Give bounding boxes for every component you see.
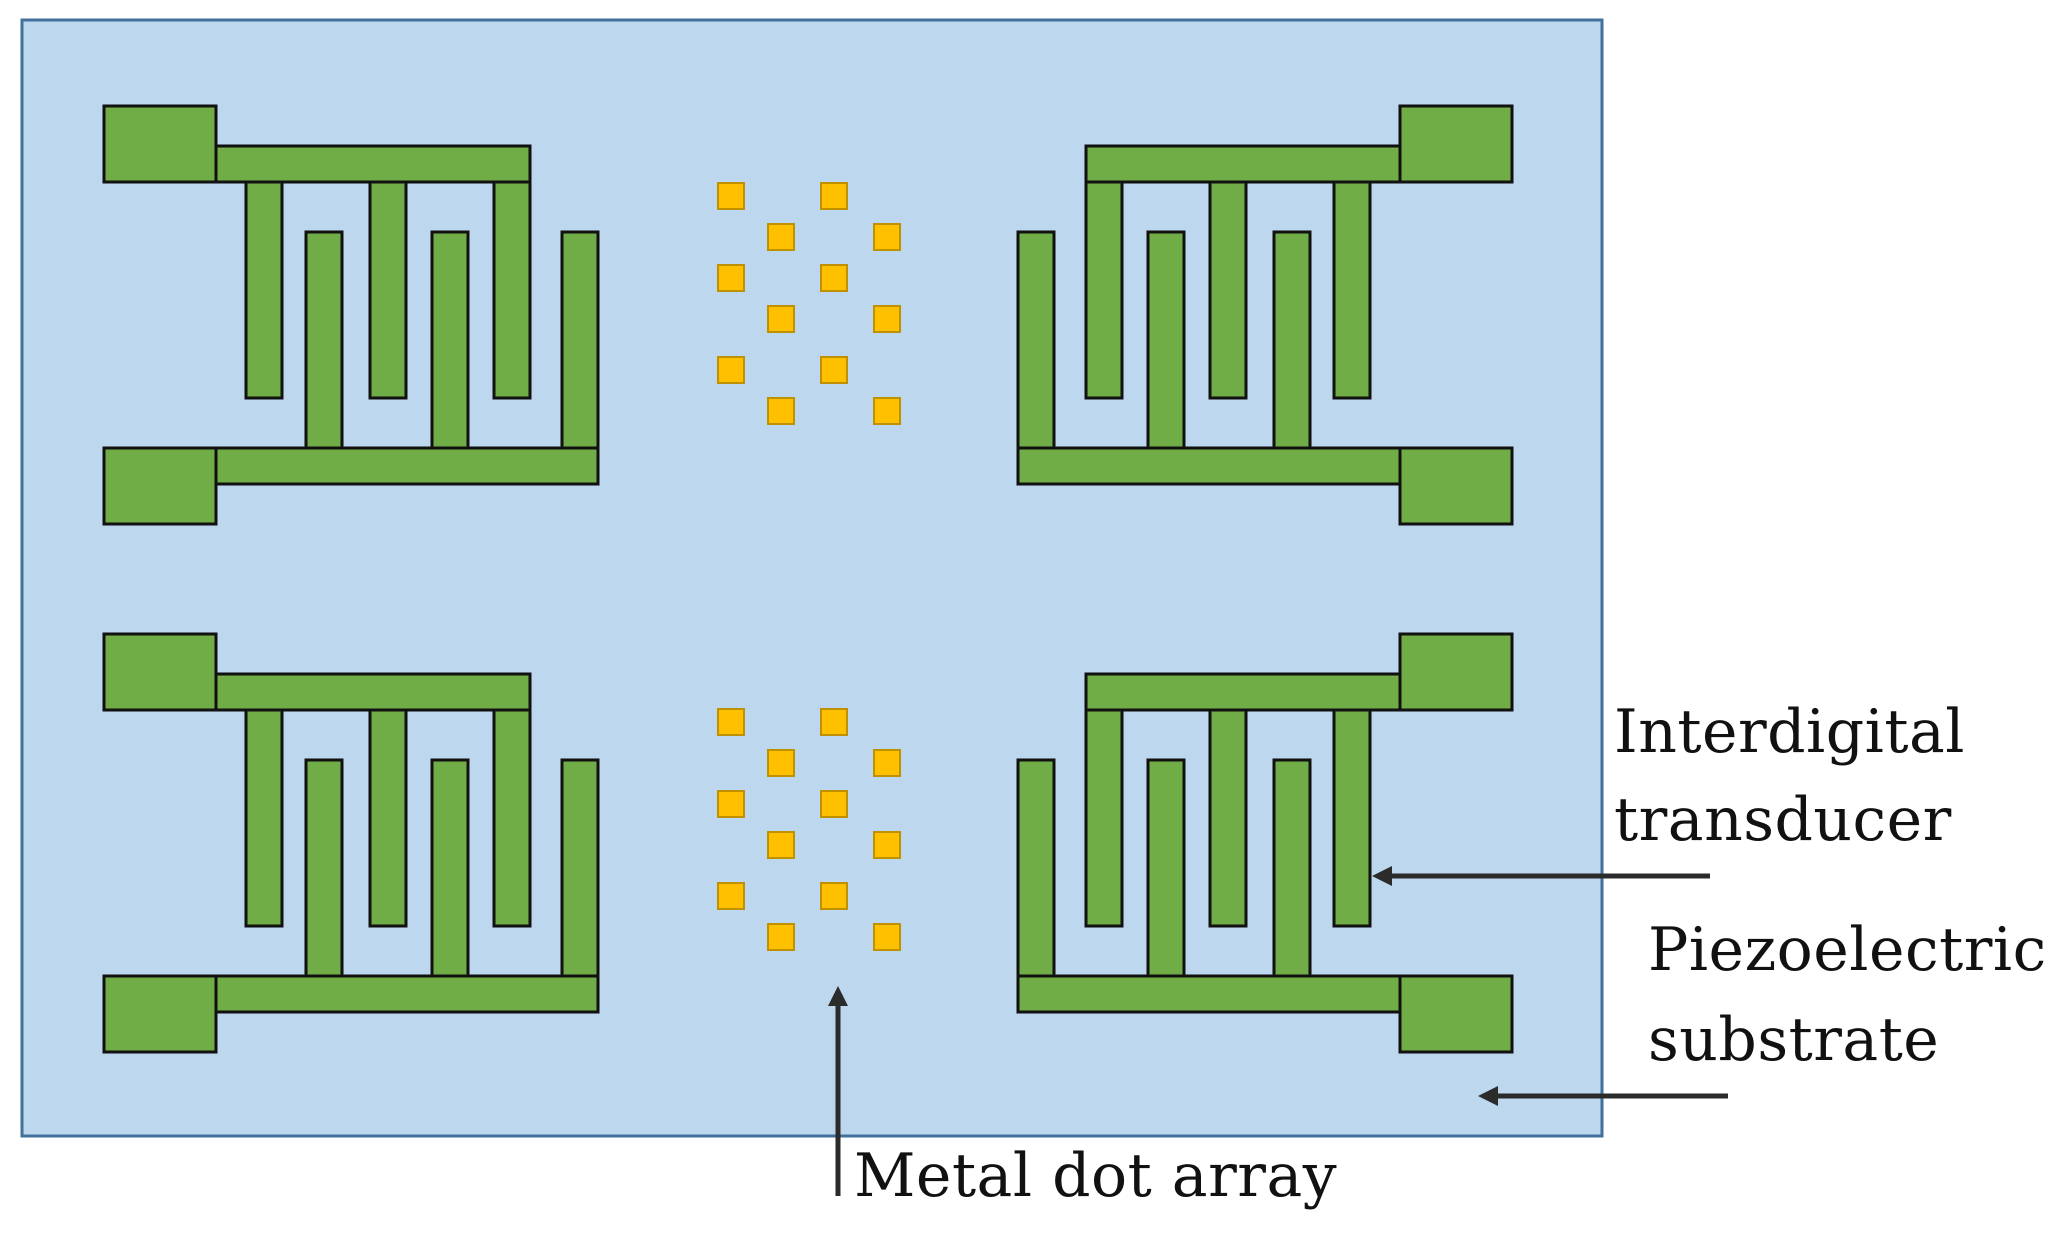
contact-pad-2 [1398, 446, 1514, 526]
contact-pad-1 [1398, 632, 1514, 712]
metal-dot [767, 923, 795, 951]
metal-dot [717, 356, 745, 384]
electrode-finger-3 [492, 180, 532, 400]
metal-dot [873, 305, 901, 333]
idt-bottom-right [1016, 632, 1514, 1054]
contact-pad-2 [102, 446, 218, 526]
metal-dot [717, 264, 745, 292]
contact-pad-2 [1398, 974, 1514, 1054]
electrode-finger-4 [1272, 230, 1312, 450]
bus-bar-2 [1016, 446, 1402, 486]
metal-dot [717, 790, 745, 818]
electrode-finger-5 [1146, 758, 1186, 978]
electrode-finger-1 [244, 180, 284, 400]
electrode-finger-4 [304, 230, 344, 450]
metal-dot-array-2 [717, 708, 901, 951]
contact-pad-1 [1398, 104, 1514, 184]
electrode-finger-6 [1016, 758, 1056, 978]
metal-dot [717, 182, 745, 210]
metal-dot [873, 831, 901, 859]
interdigital-transducers [102, 104, 1514, 1054]
metal-dot [767, 831, 795, 859]
bus-bar-2 [214, 974, 600, 1014]
metal-dot [873, 923, 901, 951]
bus-bar-1 [214, 144, 532, 184]
electrode-finger-1 [1332, 708, 1372, 928]
metal-dot-array-1 [717, 182, 901, 425]
electrode-finger-2 [368, 180, 408, 400]
electrode-finger-1 [1332, 180, 1372, 400]
metal-dot [820, 708, 848, 736]
metal-dot [873, 223, 901, 251]
electrode-finger-6 [1016, 230, 1056, 450]
metal-dot-arrays [717, 182, 901, 951]
electrode-finger-3 [1084, 708, 1124, 928]
metal-dot [873, 397, 901, 425]
metal-dot [820, 790, 848, 818]
piezoelectric-substrate-label-line-1: Piezoelectric [1648, 915, 2047, 985]
bus-bar-2 [214, 446, 600, 486]
metal-dot [717, 882, 745, 910]
contact-pad-1 [102, 104, 218, 184]
electrode-finger-2 [1208, 708, 1248, 928]
metal-dot [767, 223, 795, 251]
interdigital-transducer-label-line-2: transducer [1614, 785, 1952, 855]
idt-bottom-left [102, 632, 600, 1054]
electrode-finger-4 [1272, 758, 1312, 978]
electrode-finger-1 [244, 708, 284, 928]
electrode-finger-4 [304, 758, 344, 978]
electrode-finger-6 [560, 758, 600, 978]
electrode-finger-6 [560, 230, 600, 450]
electrode-finger-2 [368, 708, 408, 928]
metal-dot [717, 708, 745, 736]
metal-dot [820, 882, 848, 910]
metal-dot [767, 397, 795, 425]
interdigital-transducer-label-line-1: Interdigital [1614, 697, 1965, 767]
metal-dot [820, 264, 848, 292]
bus-bar-1 [1084, 144, 1402, 184]
metal-dot [820, 356, 848, 384]
metal-dot [820, 182, 848, 210]
electrode-finger-5 [1146, 230, 1186, 450]
electrode-finger-5 [430, 758, 470, 978]
bus-bar-2 [1016, 974, 1402, 1014]
electrode-finger-3 [492, 708, 532, 928]
electrode-finger-3 [1084, 180, 1124, 400]
metal-dot [767, 749, 795, 777]
piezoelectric-substrate-label-line-2: substrate [1648, 1005, 1940, 1075]
pointer-arrows [828, 866, 1728, 1196]
contact-pad-2 [102, 974, 218, 1054]
electrode-finger-2 [1208, 180, 1248, 400]
contact-pad-1 [102, 632, 218, 712]
idt-top-left [102, 104, 600, 526]
electrode-finger-5 [430, 230, 470, 450]
metal-dot [873, 749, 901, 777]
bus-bar-1 [214, 672, 532, 712]
metal-dot-array-label: Metal dot array [854, 1141, 1338, 1211]
bus-bar-1 [1084, 672, 1402, 712]
metal-dot [767, 305, 795, 333]
idt-top-right [1016, 104, 1514, 526]
